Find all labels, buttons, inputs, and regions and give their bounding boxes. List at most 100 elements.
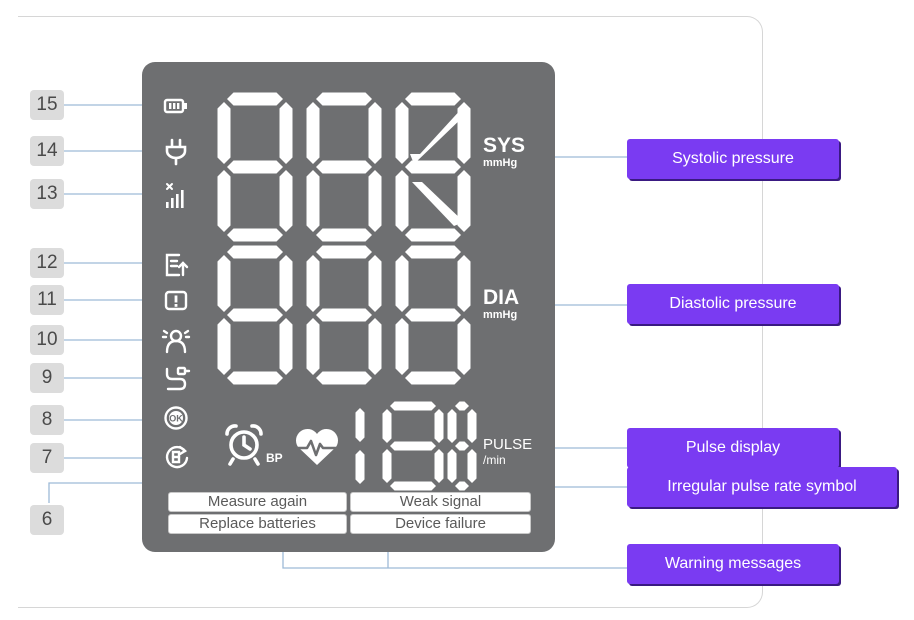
dia-d3-seg-f	[395, 255, 409, 312]
warning-weak-signal: Weak signal	[350, 492, 531, 512]
pulse-d1-seg-c	[355, 450, 365, 484]
badge-15: 15	[30, 90, 64, 120]
sys-d2-seg-c	[368, 170, 382, 232]
sys-d1-seg-c	[279, 170, 293, 232]
dia-d1-seg-f	[217, 255, 231, 312]
dia-d3-seg-g	[405, 308, 461, 322]
badge-7: 7	[30, 443, 64, 473]
badge-12: 12	[30, 248, 64, 278]
sys-unit-label: SYS mmHg	[483, 135, 525, 169]
badge-6: 6	[30, 505, 64, 535]
pulse-unit-label: PULSE /min	[483, 437, 532, 466]
dia-d1-seg-c	[279, 318, 293, 375]
dia-d2-seg-e	[306, 318, 320, 375]
memory-upload-icon	[165, 253, 189, 277]
sys-d1-seg-b	[279, 102, 293, 164]
dia-mmhg-label: mmHg	[483, 309, 518, 321]
sys-d2-seg-f	[306, 102, 320, 164]
sys-d2-seg-a	[316, 92, 372, 106]
seven-segment-digits	[217, 92, 477, 491]
sys-d2-seg-b	[368, 102, 382, 164]
sys-mmhg-label: mmHg	[483, 157, 518, 169]
pulse-d3-seg-c	[467, 449, 477, 483]
warning-replace-batteries: Replace batteries	[168, 514, 347, 534]
badge-10: 10	[30, 325, 64, 355]
dia-d1-seg-g	[227, 308, 283, 322]
dia-d1-seg-a	[227, 245, 283, 259]
dia-d3-seg-e	[395, 318, 409, 375]
dia-d2-seg-b	[368, 255, 382, 312]
callout-irregular-pulse: Irregular pulse rate symbol	[627, 467, 897, 507]
sys-d1-seg-a	[227, 92, 283, 106]
pulse-d2-seg-f	[382, 409, 392, 443]
callout-pulse-display: Pulse display	[627, 428, 839, 468]
sys-d3-seg-e	[395, 170, 409, 232]
sys-d3-seg-diag-bottom	[412, 182, 464, 226]
svg-text:OK: OK	[169, 414, 183, 424]
dia-d1-seg-e	[217, 318, 231, 375]
dia-d1-seg-b	[279, 255, 293, 312]
pulse-d3-seg-f	[447, 409, 457, 443]
sys-d3-seg-a	[405, 92, 461, 106]
sys-d3-seg-diag-top	[410, 106, 464, 164]
heart-pulse-icon	[295, 428, 339, 465]
warning-measure-again: Measure again	[168, 492, 347, 512]
dia-unit-label: DIA mmHg	[483, 287, 519, 321]
badge-8: 8	[30, 405, 64, 435]
dia-d3-seg-b	[457, 255, 471, 312]
sys-d1-seg-e	[217, 170, 231, 232]
sys-d2-seg-d	[316, 228, 372, 242]
sys-d1-seg-d	[227, 228, 283, 242]
repeat-icon	[165, 445, 189, 469]
dia-d2-seg-c	[368, 318, 382, 375]
sys-d1-seg-g	[227, 160, 283, 174]
pulse-label: PULSE	[483, 436, 533, 453]
dia-d2-seg-d	[316, 371, 372, 385]
movement-icon	[161, 329, 191, 354]
sys-d3-seg-d	[405, 228, 461, 242]
dia-d3-seg-a	[405, 245, 461, 259]
bp-label: BP	[266, 451, 283, 465]
pulse-d3-seg-a	[455, 401, 469, 411]
pulse-d2-seg-g	[390, 441, 436, 451]
pulse-d2-seg-c	[434, 449, 444, 483]
ok-icon: OK	[164, 406, 188, 430]
pulse-d3-seg-e	[447, 449, 457, 483]
pulse-d2-seg-d	[390, 481, 436, 491]
dia-d1-seg-d	[227, 371, 283, 385]
sys-d3-seg-f	[395, 102, 409, 164]
dia-d3-seg-d	[405, 371, 461, 385]
signal-icon	[166, 183, 184, 208]
pulse-d3-seg-d	[455, 481, 469, 491]
dia-d2-seg-f	[306, 255, 320, 312]
pulse-d2-seg-e	[382, 449, 392, 483]
sys-d3-seg-c	[457, 170, 471, 232]
dia-label: DIA	[483, 286, 520, 309]
callout-warning-messages: Warning messages	[627, 544, 839, 584]
pulse-d3-seg-b	[467, 409, 477, 443]
callout-diastolic-pressure: Diastolic pressure	[627, 284, 839, 324]
sys-d3-seg-g	[405, 160, 461, 174]
plug-icon	[165, 138, 187, 166]
alert-icon	[164, 290, 188, 311]
pulse-d2-seg-b	[434, 409, 444, 443]
sys-d2-seg-e	[306, 170, 320, 232]
pulse-d3-seg-g	[455, 441, 469, 451]
dia-d2-seg-a	[316, 245, 372, 259]
alarm-clock-icon	[225, 424, 263, 466]
pulse-d2-seg-a	[390, 401, 436, 411]
badge-14: 14	[30, 136, 64, 166]
callout-systolic-pressure: Systolic pressure	[627, 139, 839, 179]
badge-13: 13	[30, 179, 64, 209]
pulse-d1-seg-b	[355, 408, 365, 442]
sys-d1-seg-f	[217, 102, 231, 164]
sys-d2-seg-g	[316, 160, 372, 174]
battery-icon	[163, 98, 187, 114]
dia-d3-seg-c	[457, 318, 471, 375]
pulse-min-label: /min	[483, 453, 506, 467]
dia-d2-seg-g	[316, 308, 372, 322]
badge-9: 9	[30, 363, 64, 393]
lcd-screen: OK BP SYS mmHg DIA mmHg PULSE /min Measu…	[142, 62, 555, 552]
sys-label: SYS	[483, 134, 526, 157]
badge-11: 11	[30, 285, 64, 315]
